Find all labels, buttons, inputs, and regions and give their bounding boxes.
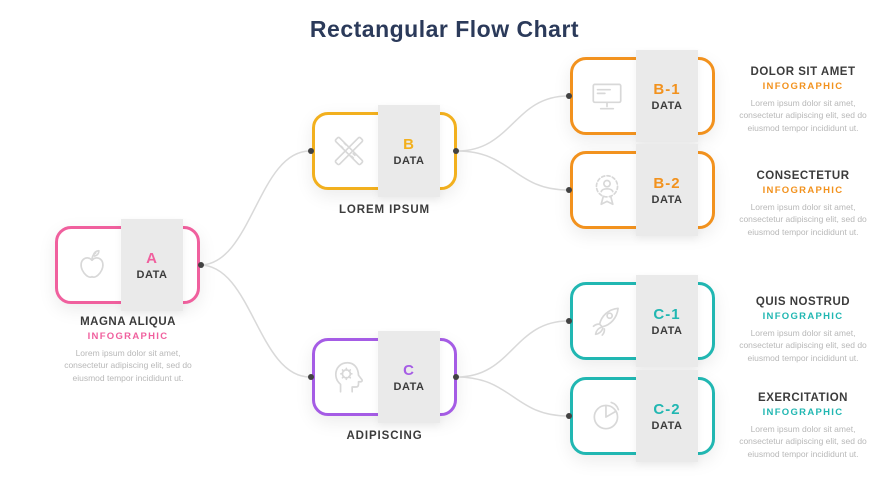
node-a-letter: A [146,249,158,267]
node-c1-data-label: DATA [651,324,683,337]
node-b1-tab [636,50,698,142]
node-b-caption: LOREM IPSUM [338,204,431,216]
node-b2-info: CONSECTETUR INFOGRAPHIC Lorem ipsum dolo… [733,170,873,238]
node-b-letter: B [403,135,415,153]
node-b1-heading: DOLOR SIT AMET [750,66,856,78]
node-a-info: MAGNA ALIQUA INFOGRAPHIC Lorem ipsum dol… [43,316,213,384]
pencil-ruler-icon [322,112,376,190]
node-c1-body: Lorem ipsum dolor sit amet, consectetur … [739,328,867,363]
node-c1-heading: QUIS NOSTRUD [755,296,851,308]
node-c1-tagline: INFOGRAPHIC [762,311,844,322]
node-c2: C-2 DATA [570,370,715,462]
node-a-tagline: INFOGRAPHIC [87,331,169,342]
node-c-data-label: DATA [393,380,425,393]
node-c2-info: EXERCITATION INFOGRAPHIC Lorem ipsum dol… [733,392,873,460]
node-b2-tagline: INFOGRAPHIC [762,185,844,196]
node-a: A DATA [55,219,200,311]
node-c-tab [378,331,440,423]
apple-icon [65,226,119,304]
node-c-letter: C [403,361,415,379]
node-b1-body: Lorem ipsum dolor sit amet, consectetur … [739,98,867,133]
node-c1-tab [636,275,698,367]
node-c: C DATA [312,331,457,423]
node-c2-data-label: DATA [651,419,683,432]
node-b1: B-1 DATA [570,50,715,142]
node-b1-tagline: INFOGRAPHIC [762,81,844,92]
node-c1: C-1 DATA [570,275,715,367]
node-b: B DATA [312,105,457,197]
node-a-caption: MAGNA ALIQUA [80,316,176,328]
node-b1-data-label: DATA [651,99,683,112]
badge-person-icon [580,151,634,229]
node-c2-tagline: INFOGRAPHIC [762,407,844,418]
node-a-tab [121,219,183,311]
node-c1-letter: C-1 [653,305,681,323]
node-b2-tab [636,144,698,236]
head-gear-icon [322,338,376,416]
node-a-body: Lorem ipsum dolor sit amet, consectetur … [64,348,192,383]
node-b1-info: DOLOR SIT AMET INFOGRAPHIC Lorem ipsum d… [733,66,873,134]
rocket-icon [580,282,634,360]
node-b2-letter: B-2 [653,174,681,192]
node-a-data-label: DATA [136,268,168,281]
node-b2: B-2 DATA [570,144,715,236]
monitor-icon [580,57,634,135]
node-b-data-label: DATA [393,154,425,167]
node-b2-heading: CONSECTETUR [756,170,850,182]
node-c2-body: Lorem ipsum dolor sit amet, consectetur … [739,424,867,459]
pie-chart-icon [580,377,634,455]
node-b1-letter: B-1 [653,80,681,98]
node-c-caption: ADIPISCING [346,430,423,442]
node-b2-body: Lorem ipsum dolor sit amet, consectetur … [739,202,867,237]
node-c2-tab [636,370,698,462]
node-b2-data-label: DATA [651,193,683,206]
node-c1-info: QUIS NOSTRUD INFOGRAPHIC Lorem ipsum dol… [733,296,873,364]
node-c2-heading: EXERCITATION [758,392,848,404]
page-title: Rectangular Flow Chart [309,16,580,42]
node-b-tab [378,105,440,197]
node-c2-letter: C-2 [653,400,681,418]
